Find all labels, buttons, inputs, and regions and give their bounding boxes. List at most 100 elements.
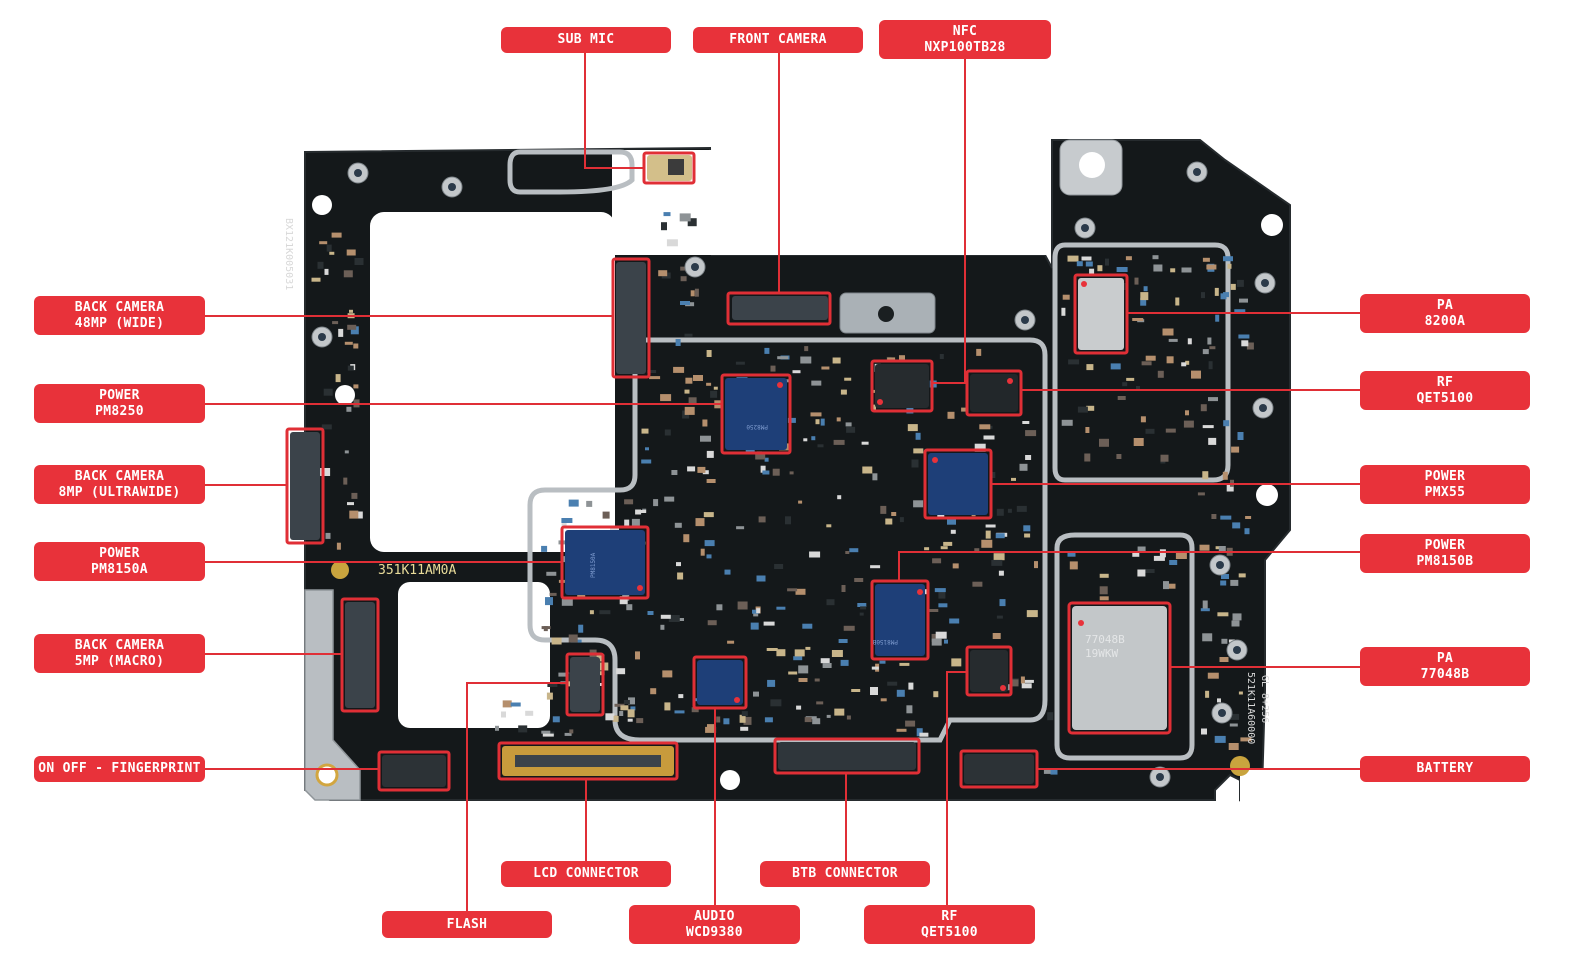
smd-component [1084,453,1091,462]
smd-component [1068,359,1080,365]
smd-component [707,620,717,626]
smd-component [675,339,681,346]
smd-component [1144,569,1155,573]
smd-component [1077,406,1088,413]
rf-connector-center [1216,561,1224,569]
smd-component [502,700,512,708]
label-text-line: QET5100 [1416,390,1474,406]
shield-frame-mic [507,149,635,195]
smd-component [1226,483,1234,492]
smd-component [796,705,802,710]
smd-component [787,588,798,592]
smd-component [331,232,342,238]
pa-8200a-chip [1078,278,1124,350]
smd-component [1208,397,1218,402]
pm8150a-marking: PM8150A [590,552,597,578]
smd-component [1228,743,1239,750]
smd-component [321,424,332,430]
label-text-line: NFC [952,23,978,39]
pin1-dot [877,399,883,405]
smd-component [1223,420,1230,427]
cutout-bottom-left [398,582,550,728]
leader-power-pm8150b [898,551,1360,581]
smd-component [951,658,962,667]
smd-component [939,354,944,359]
smd-component [822,663,832,668]
smd-component [1217,698,1221,703]
smd-component [664,429,671,436]
smd-component [1160,454,1169,462]
smd-component [1218,546,1226,553]
highlight-rf-qet5100 [965,369,1023,417]
rf-connector-center [1261,279,1269,287]
label-text-line: LCD CONNECTOR [533,866,639,881]
smd-component [899,355,905,363]
smd-component [811,380,822,386]
smd-component [706,350,712,357]
smd-component [624,519,630,526]
smd-component [763,621,775,626]
smd-component [774,564,784,569]
smd-component [664,702,671,711]
label-text-line: POWER [1424,537,1466,553]
smd-component [546,692,553,700]
smd-component [1099,438,1109,447]
smd-component [1234,309,1246,314]
smd-component [841,585,846,592]
smd-component [1125,256,1132,261]
smd-component [693,375,703,381]
smd-component [737,601,748,610]
smd-component [691,707,699,713]
smd-component [1185,410,1189,416]
fingerprint-connector [382,755,446,787]
smd-component [680,301,690,305]
smd-component [880,698,887,702]
btb-connector-component [778,742,916,770]
smd-component [641,428,649,434]
label-text-line: BACK CAMERA [74,468,165,484]
smd-component [996,615,1003,619]
smd-component [1167,583,1176,589]
smd-component [674,710,685,714]
smd-component [1185,360,1190,365]
label-text-line: PA [1436,650,1454,666]
smd-component [739,714,746,723]
smd-component [525,710,534,716]
smd-component [826,599,835,606]
smd-component [767,679,776,687]
smd-component [1219,657,1229,662]
label-text-line: AUDIO [694,908,735,924]
smd-component [1011,477,1016,481]
smd-component [931,633,937,642]
smd-component [857,603,867,607]
smd-component [1181,267,1192,273]
smd-component [624,499,634,505]
smd-component [614,703,625,707]
leader-rf-qet5100-bottom [946,671,967,905]
pin1-dot [917,589,923,595]
smd-component [952,563,959,569]
smd-component [687,466,696,472]
smd-component [1067,255,1079,262]
smd-component [1062,294,1070,300]
smd-component [1153,555,1165,561]
smd-component [1227,263,1232,269]
smd-component [851,689,861,692]
smd-component [1181,362,1187,367]
smd-component [896,728,907,732]
smd-component [804,717,812,723]
smd-component [1207,672,1219,679]
smd-component [933,691,939,698]
screw-hole [878,306,894,322]
label-text-line: FRONT CAMERA [729,32,827,47]
smd-component [752,609,759,614]
smd-component [990,472,996,478]
gold-pad [1230,756,1250,776]
smd-component [815,419,820,425]
smd-component [645,447,649,451]
smd-component [616,668,626,675]
